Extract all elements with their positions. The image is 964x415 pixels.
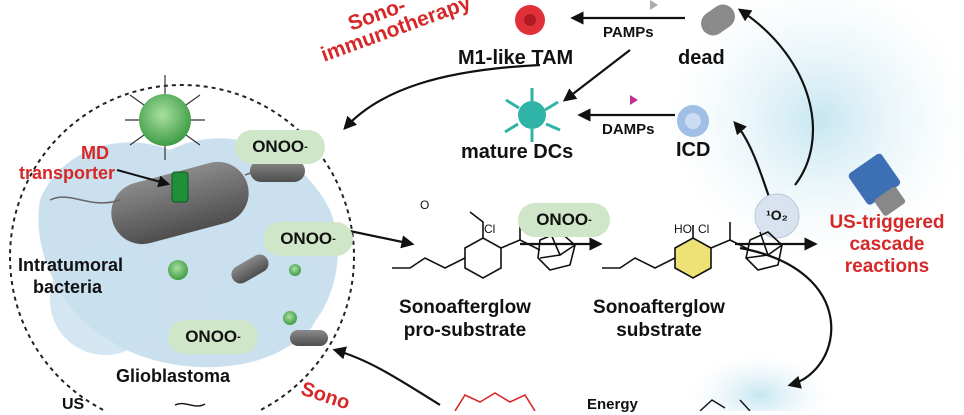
arrow-sono-to-tumor	[332, 346, 441, 406]
nanoparticle-small	[168, 260, 301, 325]
substrate-label-line2: substrate	[616, 320, 702, 341]
damps-signal-icon	[630, 95, 638, 105]
glioblastoma-label: Glioblastoma	[116, 366, 231, 386]
singlet-oxygen-badge	[754, 193, 800, 239]
pamps-signal-icon	[650, 0, 658, 10]
substrate-label-line1: Sonoafterglow	[593, 297, 725, 318]
md-transporter-icon	[171, 171, 189, 203]
dashed-tumor-boundary	[9, 84, 355, 411]
damps-label: DAMPs	[602, 121, 655, 138]
onoo-pill-reaction: ONOO-	[518, 203, 610, 237]
mature-dcs-label: mature DCs	[461, 141, 574, 163]
atom-label: HO	[674, 222, 692, 236]
transporter-label: transporter	[19, 163, 116, 183]
small-bacterium	[250, 160, 305, 182]
arrow-pamps-to-dc	[562, 49, 631, 102]
bottom-dye-structure	[454, 392, 536, 411]
singlet-oxygen-label: ¹O₂	[766, 207, 788, 223]
m1-tam-cell-icon	[515, 5, 545, 35]
dead-label: dead	[678, 47, 725, 69]
us-triggered-label-line2: cascade	[849, 234, 925, 255]
pro-substrate-label-line1: Sonoafterglow	[399, 297, 531, 318]
intratumoral-label: Intratumoral	[18, 255, 124, 275]
small-bacterium	[231, 254, 269, 284]
bottom-product-structure	[699, 399, 751, 411]
arrow-cascade-to-energy	[739, 246, 833, 389]
atom-label: Cl	[484, 222, 496, 236]
us-triggered-label-line3: reactions	[844, 256, 930, 277]
pamps-label: PAMPs	[603, 24, 654, 41]
onoo-pill: ONOO-	[235, 130, 325, 164]
arrow-immunotherapy-to-tumor	[343, 63, 541, 130]
us-triggered-label-line1: US-triggered	[829, 212, 945, 233]
substrate-structure	[602, 222, 783, 279]
ultrasound-probe-icon	[848, 153, 906, 216]
icd-label: ICD	[676, 139, 711, 161]
nanoparticle-large	[125, 75, 205, 160]
pro-substrate-label-line2: pro-substrate	[403, 320, 527, 341]
arrow-onoo-to-prosubstrate	[344, 228, 415, 249]
dead-bacteria-icon	[701, 4, 735, 36]
atom-label: Cl	[698, 222, 710, 236]
onoo-pill: ONOO-	[168, 320, 258, 354]
md-pointer-arrow	[116, 169, 171, 188]
md-label: MD	[81, 143, 109, 163]
us-bottom-label: US	[62, 396, 85, 413]
icd-cell-icon	[677, 105, 709, 137]
bacteria-label: bacteria	[33, 277, 103, 297]
atom-label: O	[420, 198, 430, 212]
arrow-o2-to-icd	[733, 121, 772, 201]
mature-dc-cell-icon	[504, 88, 561, 142]
bottom-probe-sketch	[174, 402, 206, 407]
onoo-pill: ONOO-	[263, 222, 353, 256]
small-bacterium	[290, 330, 328, 346]
energy-label: Energy	[587, 396, 638, 413]
arrow-o2-to-dead	[737, 8, 814, 186]
m1-tam-label: M1-like TAM	[458, 47, 574, 69]
